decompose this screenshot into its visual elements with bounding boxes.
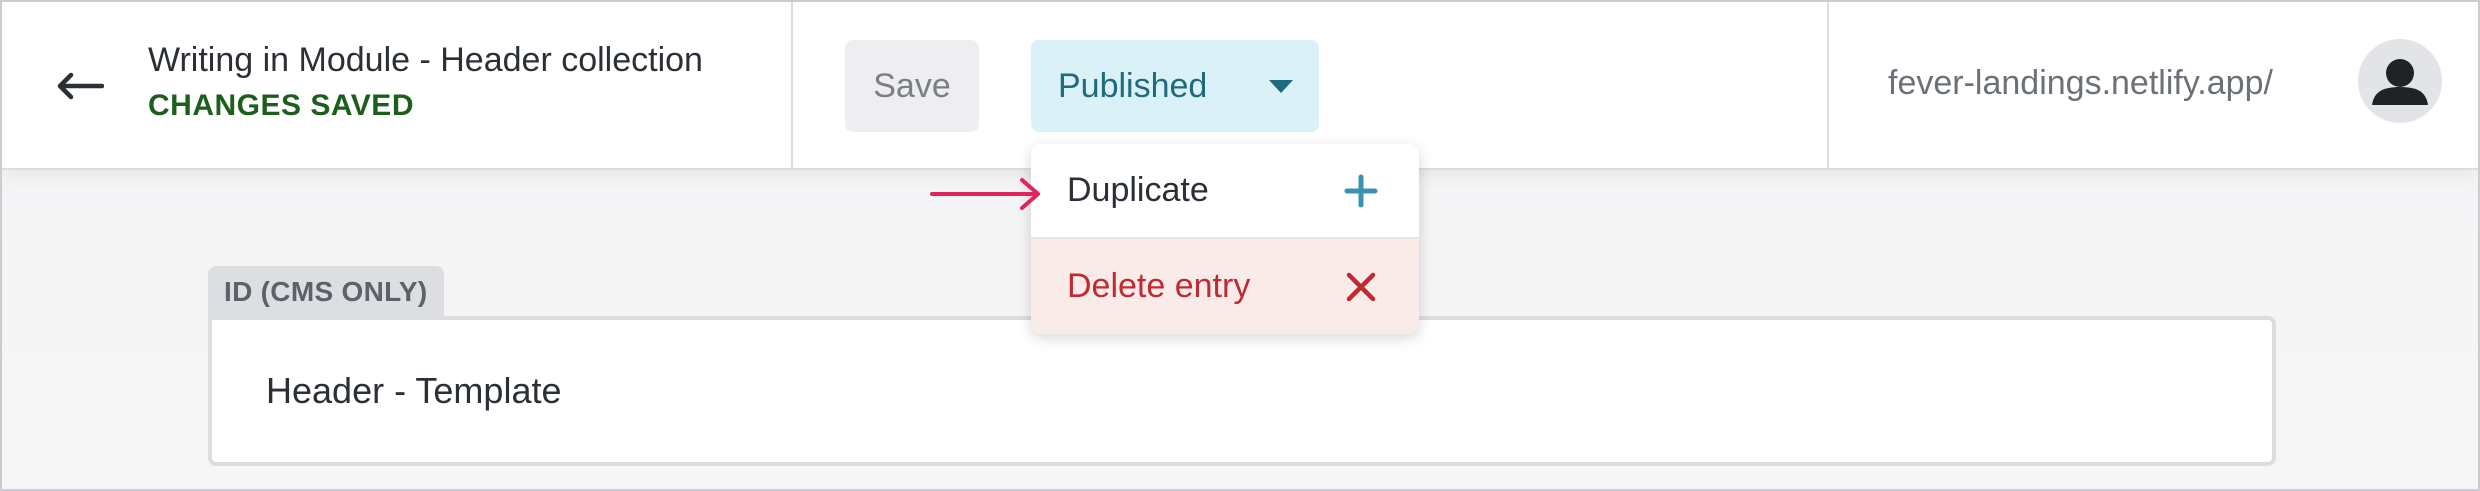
id-field-input[interactable]: Header - Template: [208, 316, 2276, 466]
publish-status-label: Published: [1058, 66, 1208, 105]
save-button[interactable]: Save: [845, 40, 979, 132]
id-field-label: ID (CMS ONLY): [208, 266, 444, 318]
plus-icon: [1344, 174, 1378, 207]
save-status: CHANGES SAVED: [148, 89, 414, 122]
toolbar-divider: [791, 2, 793, 170]
caret-down-icon: [1269, 80, 1293, 93]
duplicate-menu-item[interactable]: Duplicate: [1031, 144, 1419, 239]
annotation-arrow-icon: [930, 178, 1040, 210]
publish-options-menu: Duplicate Delete entry: [1031, 144, 1419, 334]
entry-title: Writing in Module - Header collection: [148, 41, 703, 79]
arrow-left-icon: [57, 72, 104, 100]
user-icon: [2372, 59, 2428, 105]
close-icon: [1346, 272, 1376, 301]
toolbar-divider: [1827, 2, 1829, 170]
back-button[interactable]: [50, 58, 110, 114]
entry-title-block: Writing in Module - Header collection CH…: [148, 38, 703, 124]
site-url-link[interactable]: fever-landings.netlify.app/: [1888, 64, 2273, 102]
editor-toolbar: Writing in Module - Header collection CH…: [2, 2, 2478, 170]
delete-entry-menu-item[interactable]: Delete entry: [1031, 239, 1419, 334]
delete-entry-label: Delete entry: [1067, 267, 1251, 305]
avatar[interactable]: [2358, 39, 2442, 123]
duplicate-label: Duplicate: [1067, 171, 1209, 209]
publish-status-dropdown[interactable]: Published: [1031, 40, 1319, 132]
